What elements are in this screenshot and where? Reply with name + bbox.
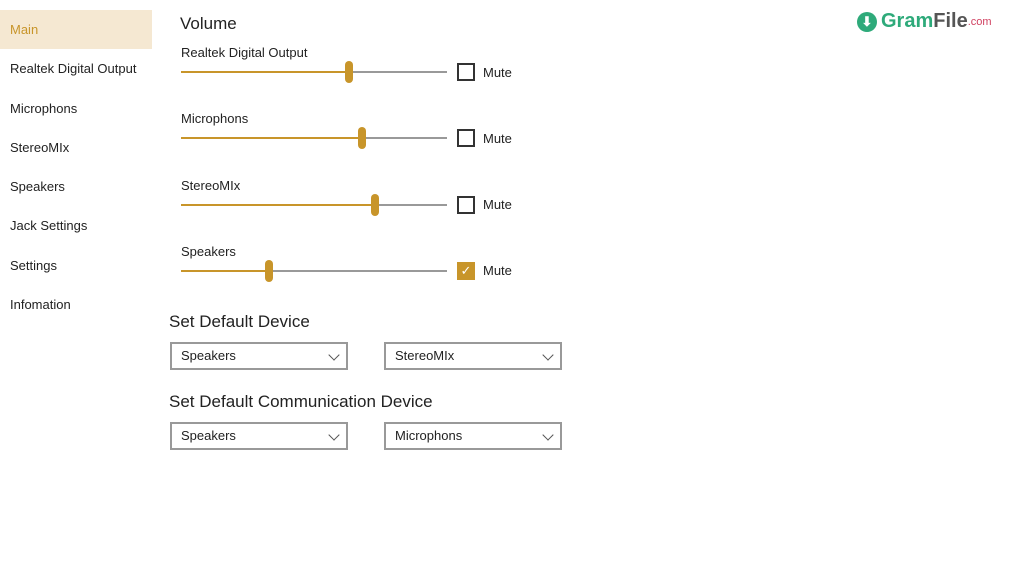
download-icon: ⬇ (857, 11, 877, 32)
volume-row: StereoMIx Mute (181, 178, 541, 238)
volume-label: StereoMIx (181, 177, 241, 193)
sidebar-nav: Main Realtek Digital Output Microphons S… (0, 10, 152, 324)
checkbox-box[interactable] (457, 195, 475, 214)
mute-checkbox[interactable]: Mute (457, 63, 512, 81)
slider-fill (181, 71, 349, 73)
slider-fill (181, 203, 376, 206)
volume-heading: Volume (180, 14, 237, 33)
sidebar-item-microphons[interactable]: Microphons (10, 100, 78, 116)
chevron-down-icon (542, 349, 554, 361)
chevron-down-icon (328, 429, 340, 441)
volume-label: Microphons (181, 111, 249, 127)
sidebar-item-jack-settings[interactable]: Jack Settings (10, 218, 88, 234)
mute-label: Mute (483, 130, 512, 146)
volume-row: Speakers ✓ Mute (181, 244, 541, 304)
checkbox-box[interactable]: ✓ (457, 261, 475, 280)
slider-thumb[interactable] (344, 61, 353, 83)
mute-label: Mute (483, 64, 512, 80)
slider-thumb[interactable] (357, 127, 366, 150)
sidebar-item-settings[interactable]: Settings (10, 257, 57, 273)
default-comm-input-select[interactable]: Microphons (384, 422, 562, 450)
volume-slider[interactable] (181, 61, 447, 83)
default-device-input-select[interactable]: StereoMIx (384, 342, 562, 370)
slider-fill (181, 269, 269, 272)
slider-thumb[interactable] (264, 259, 273, 282)
volume-row: Realtek Digital Output Mute (181, 45, 541, 105)
mute-label: Mute (483, 197, 512, 213)
checkbox-box[interactable] (457, 129, 475, 148)
volume-slider[interactable] (181, 259, 447, 282)
slider-fill (181, 137, 362, 140)
select-value: Speakers (181, 428, 236, 443)
volume-label: Realtek Digital Output (181, 45, 308, 60)
mute-label: Mute (483, 263, 512, 279)
chevron-down-icon (542, 429, 554, 441)
checkbox-box[interactable] (457, 63, 475, 81)
volume-slider[interactable] (181, 127, 447, 150)
sidebar-item-speakers[interactable]: Speakers (10, 179, 65, 195)
chevron-down-icon (328, 349, 340, 361)
sidebar-item-main[interactable]: Main (0, 10, 152, 50)
default-device-heading: Set Default Device (169, 312, 310, 331)
mute-checkbox[interactable]: Mute (457, 195, 512, 214)
volume-row: Microphons Mute (181, 111, 541, 171)
default-device-output-select[interactable]: Speakers (170, 342, 348, 370)
mute-checkbox[interactable]: ✓ Mute (457, 261, 512, 280)
volume-slider[interactable] (181, 193, 447, 216)
mute-checkbox[interactable]: Mute (457, 129, 512, 148)
default-comm-output-select[interactable]: Speakers (170, 422, 348, 450)
sidebar-item-infomation[interactable]: Infomation (10, 297, 71, 313)
select-value: StereoMIx (395, 348, 455, 363)
select-value: Microphons (395, 428, 463, 443)
select-value: Speakers (181, 348, 236, 363)
volume-label: Speakers (181, 243, 236, 259)
slider-thumb[interactable] (371, 193, 380, 216)
sidebar-item-realtek-digital-output[interactable]: Realtek Digital Output (10, 61, 137, 77)
sidebar-item-stereomix[interactable]: StereoMIx (10, 139, 70, 155)
default-comm-device-heading: Set Default Communication Device (169, 392, 433, 411)
